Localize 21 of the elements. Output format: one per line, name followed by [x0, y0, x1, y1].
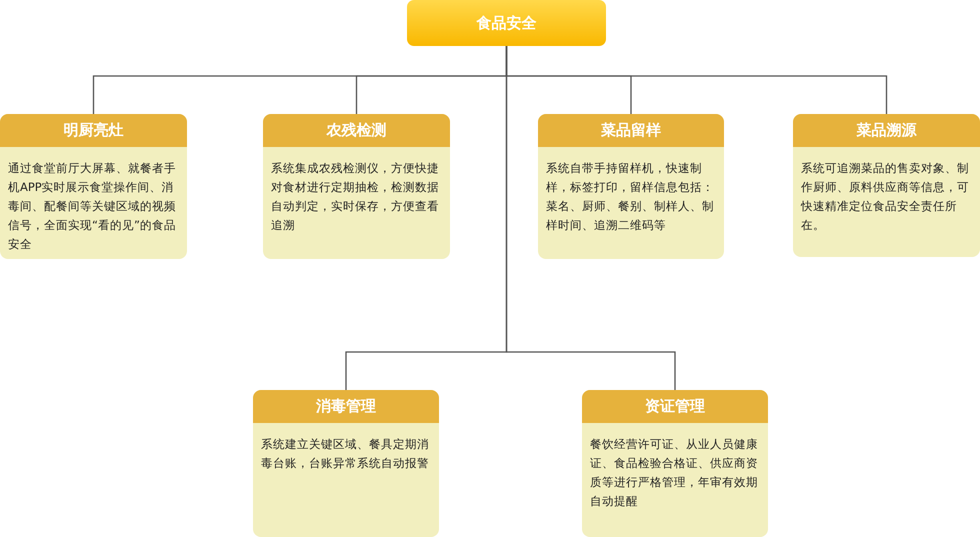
info-card: [263, 114, 450, 259]
card-heading: 菜品留样: [538, 114, 724, 147]
info-card: [0, 114, 187, 259]
card-description: 餐饮经营许可证、从业人员健康证、食品检验合格证、供应商资质等进行严格管理，年审有效期自动提醒: [590, 436, 759, 510]
card-heading: 农残检测: [263, 114, 450, 147]
root-title: 食品安全: [476, 14, 536, 32]
root-box: [407, 0, 606, 46]
card-description: 系统可追溯菜品的售卖对象、制作厨师、原料供应商等信息，可快速精准定位食品安全责任所在。: [801, 160, 970, 234]
card-description: 系统自带手持留样机，快速制样，标签打印，留样信息包括：菜名、厨师、餐别、制样人、制样时间、追溯二维码等: [546, 160, 715, 234]
card-heading: 菜品溯源: [793, 114, 980, 147]
info-card: [582, 390, 768, 537]
info-card: [538, 114, 724, 259]
info-card: [793, 114, 980, 257]
card-heading: 明厨亮灶: [0, 114, 187, 147]
info-card: [253, 390, 439, 537]
card-description: 系统建立关键区域、餐具定期消毒台账，台账异常系统自动报警: [261, 436, 430, 472]
card-description: 通过食堂前厅大屏幕、就餐者手机APP实时展示食堂操作间、消毒间、配餐间等关键区域的视频信号，全面实现“看的见”的食品安全: [8, 160, 177, 253]
connector-line: [506, 46, 676, 390]
card-heading: 资证管理: [582, 390, 768, 423]
card-description: 系统集成农残检测仪，方便快捷对食材进行定期抽检，检测数据自动判定，实时保存，方便查看追溯: [271, 160, 440, 234]
card-heading: 消毒管理: [253, 390, 439, 423]
